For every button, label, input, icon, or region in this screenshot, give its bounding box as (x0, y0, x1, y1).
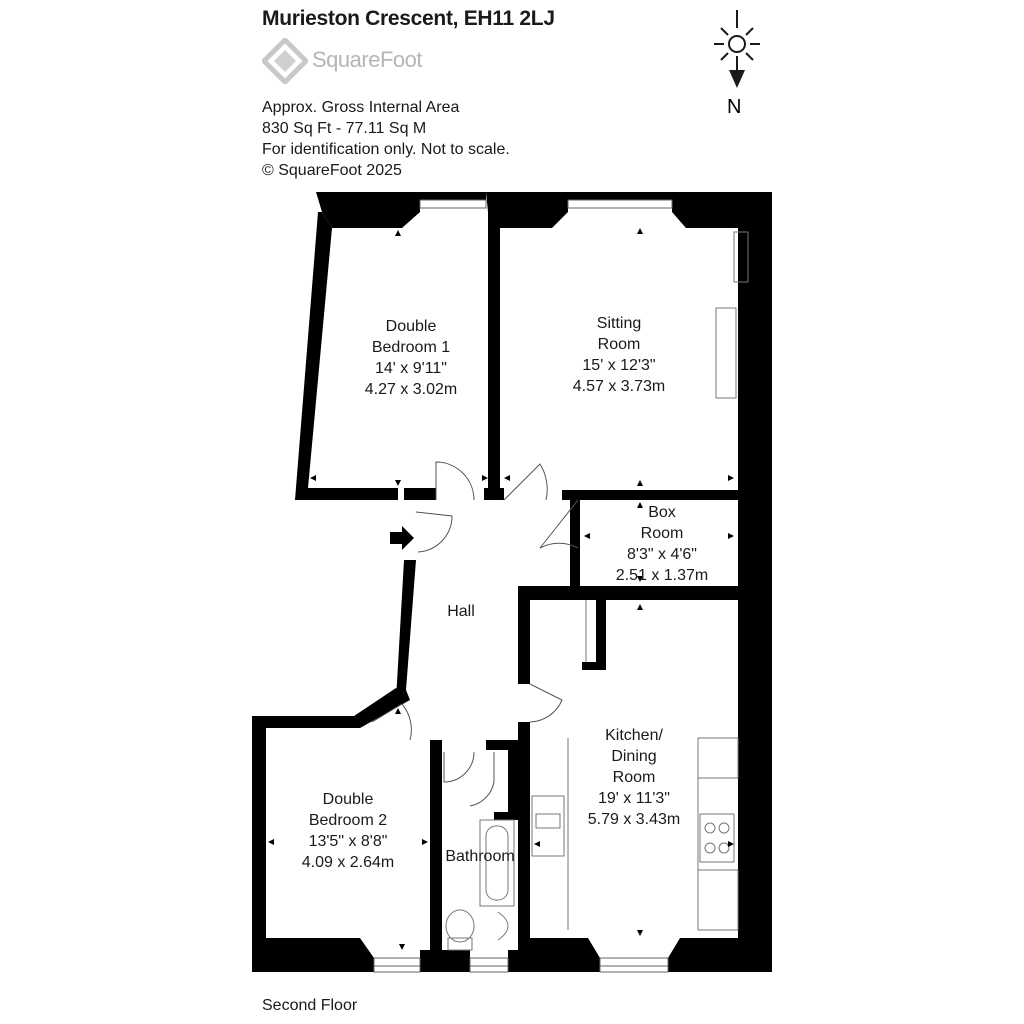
exterior-wall-east (738, 192, 772, 972)
sitting-room-label: Sitting Room 15' x 12'3" 4.57 x 3.73m (573, 315, 666, 395)
plan-title: Murieston Crescent, EH11 2LJ (262, 7, 555, 30)
svg-text:Box: Box (648, 504, 676, 521)
exterior-wall-north (316, 192, 738, 228)
window-kitchen (599, 957, 669, 973)
svg-text:Double: Double (323, 791, 374, 808)
bedroom1-walls (295, 212, 504, 500)
window-bedroom2 (373, 957, 421, 973)
squarefoot-logo: SquareFoot (260, 36, 462, 86)
svg-text:15' x 12'3": 15' x 12'3" (582, 357, 655, 374)
area-value: 830 Sq Ft - 77.11 Sq M (262, 120, 427, 137)
hall-label: Hall (447, 603, 475, 620)
hall-walls (252, 560, 416, 728)
svg-text:13'5" x 8'8": 13'5" x 8'8" (309, 833, 388, 850)
north-arrow-icon (729, 70, 745, 88)
window-north (419, 199, 673, 209)
bedroom2-walls (252, 716, 442, 972)
doors (371, 461, 579, 807)
dimension-markers (268, 228, 734, 950)
north-label: N (727, 96, 741, 118)
bedroom1-label: Double Bedroom 1 14' x 9'11" 4.27 x 3.02… (365, 318, 458, 398)
box-room-label: Box Room 8'3" x 4'6" 2.51 x 1.37m (616, 504, 709, 584)
bathroom-label: Bathroom (445, 848, 514, 865)
svg-text:Room: Room (641, 525, 684, 542)
kitchen-walls (518, 722, 738, 972)
svg-text:14' x 9'11": 14' x 9'11" (375, 360, 447, 377)
copyright: © SquareFoot 2025 (262, 162, 402, 179)
fireplace (715, 231, 749, 399)
kitchen-fixtures (531, 737, 739, 931)
sun-icon (714, 10, 760, 72)
svg-text:2.51 x 1.37m: 2.51 x 1.37m (616, 567, 709, 584)
svg-text:4.27 x 3.02m: 4.27 x 3.02m (365, 381, 458, 398)
svg-text:5.79 x 3.43m: 5.79 x 3.43m (588, 811, 681, 828)
svg-text:19' x 11'3": 19' x 11'3" (598, 790, 670, 807)
logo-mark-icon (260, 36, 310, 86)
bedroom2-label: Double Bedroom 2 13'5" x 8'8" 4.09 x 2.6… (302, 791, 395, 871)
svg-text:4.57 x 3.73m: 4.57 x 3.73m (573, 378, 666, 395)
svg-text:Sitting: Sitting (597, 315, 641, 332)
entrance-arrow-icon (390, 526, 414, 550)
svg-text:Room: Room (613, 769, 656, 786)
svg-text:Kitchen/: Kitchen/ (605, 727, 663, 744)
svg-text:Bedroom 1: Bedroom 1 (372, 339, 450, 356)
disclaimer: For identification only. Not to scale. (262, 141, 510, 158)
svg-text:Dining: Dining (611, 748, 656, 765)
cupboard (582, 600, 606, 670)
area-info: Approx. Gross Internal Area 830 Sq Ft - … (262, 97, 510, 181)
svg-text:4.09 x 2.64m: 4.09 x 2.64m (302, 854, 395, 871)
bathroom-fixtures (445, 819, 515, 951)
floor-label: Second Floor (262, 997, 358, 1014)
svg-text:Double: Double (386, 318, 437, 335)
window-bathroom (469, 957, 509, 973)
logo-text: SquareFoot (312, 47, 422, 72)
svg-text:Room: Room (598, 336, 641, 353)
svg-text:8'3" x 4'6": 8'3" x 4'6" (627, 546, 697, 563)
area-heading: Approx. Gross Internal Area (262, 99, 460, 116)
kitchen-label: Kitchen/ Dining Room 19' x 11'3" 5.79 x … (588, 727, 681, 828)
compass: N (714, 10, 760, 118)
svg-text:Bedroom 2: Bedroom 2 (309, 812, 387, 829)
sitting-box-walls (518, 490, 738, 684)
